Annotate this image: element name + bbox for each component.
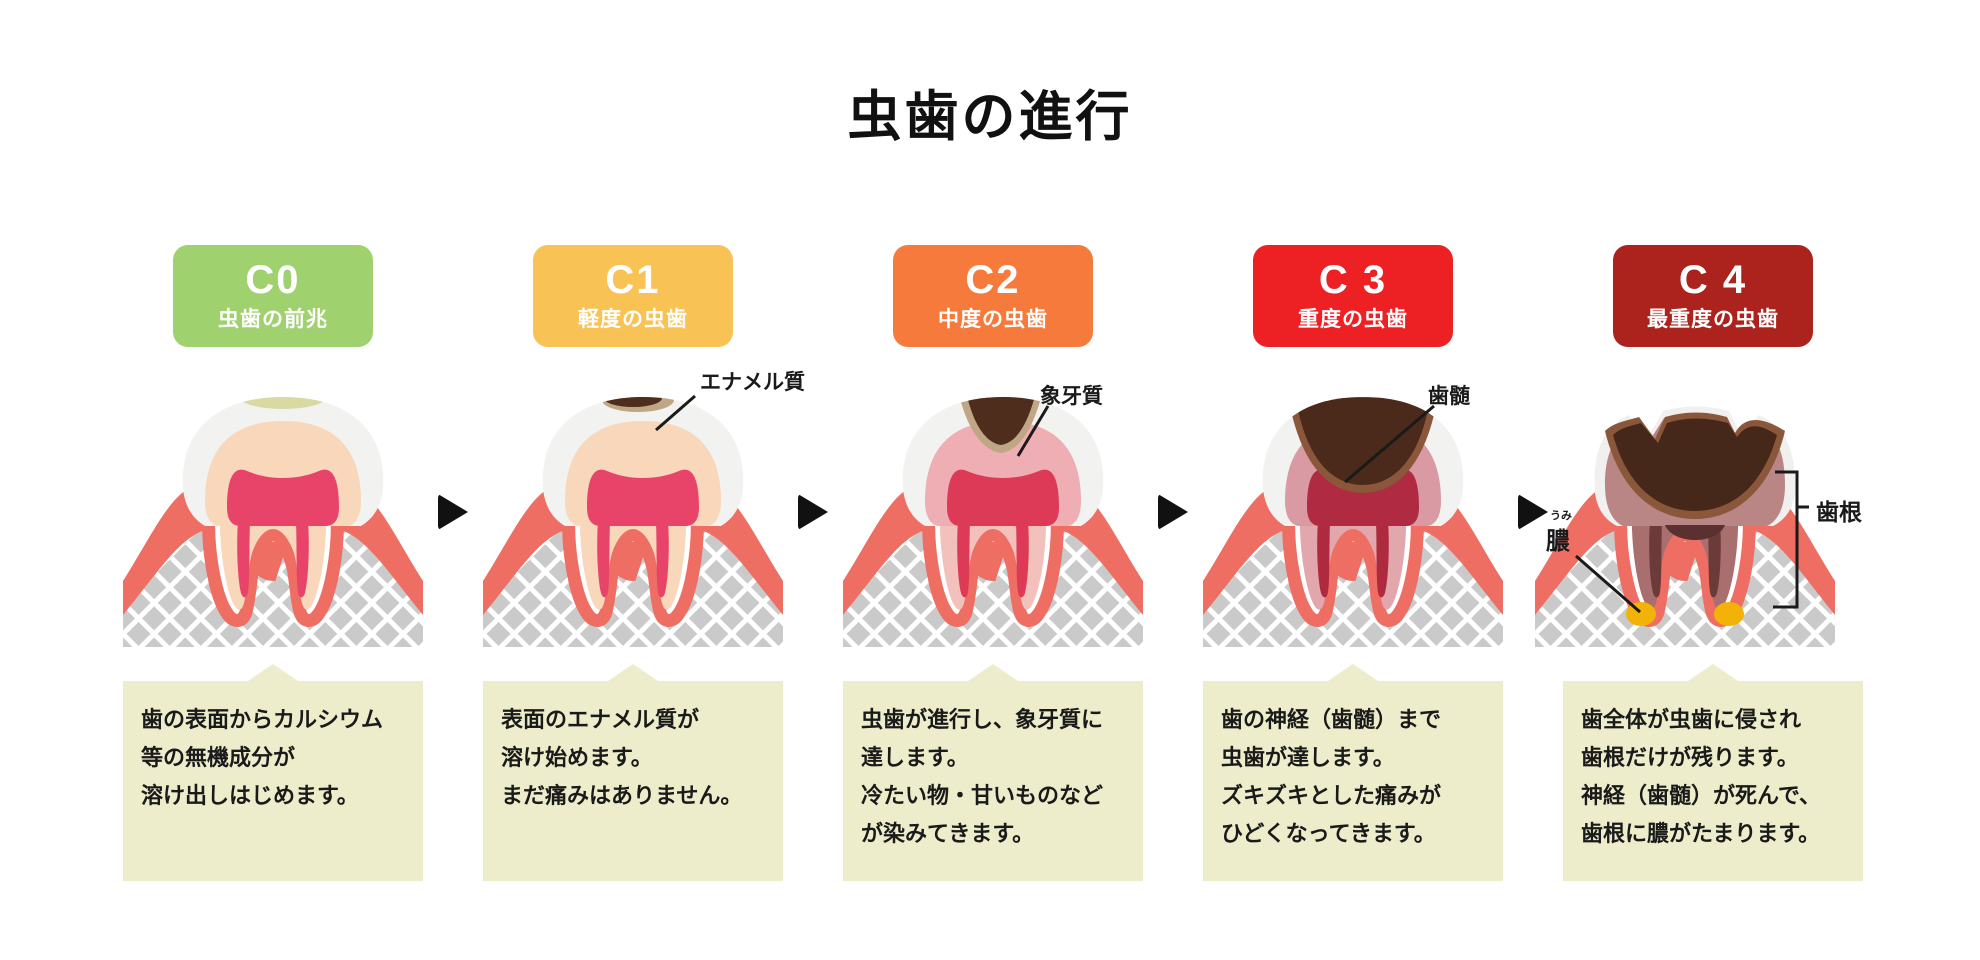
description-c0: 歯の表面からカルシウム 等の無機成分が 溶け出しはじめます。: [123, 664, 423, 881]
enamel-label: エナメル質: [700, 371, 805, 394]
pus-furigana: うみ: [1550, 510, 1572, 522]
stage-name: 最重度の虫歯: [1647, 308, 1779, 331]
tooth-illustration-c0: [123, 397, 423, 647]
description-c1: 表面のエナメル質が 溶け始めます。 まだ痛みはありません。: [483, 664, 783, 881]
tooth-illustration-c2: [843, 397, 1143, 647]
stage-name: 軽度の虫歯: [578, 308, 688, 331]
description-box: 歯の神経（歯髄）まで 虫歯が達します。 ズキズキとした痛みが ひどくなってきます…: [1203, 681, 1503, 881]
tooth-illustration-c4: [1535, 406, 1835, 647]
speech-pointer: [968, 664, 1018, 681]
stage-code: C 4: [1678, 258, 1748, 302]
description-c3: 歯の神経（歯髄）まで 虫歯が達します。 ズキズキとした痛みが ひどくなってきます…: [1203, 664, 1503, 881]
description-box: 歯の表面からカルシウム 等の無機成分が 溶け出しはじめます。: [123, 681, 423, 881]
root-label: 歯根: [1816, 499, 1862, 525]
description-text: 虫歯が進行し、象牙質に 達します。 冷たい物・甘いものなど が染みてきます。: [861, 707, 1104, 846]
speech-pointer: [608, 664, 658, 681]
stage-badge-c2: C2 中度の虫歯: [893, 245, 1093, 347]
speech-pointer: [1328, 664, 1378, 681]
stage-badge-c4: C 4 最重度の虫歯: [1613, 245, 1813, 347]
stage-code: C0: [245, 258, 301, 302]
tooth-illustration-c3: [1203, 397, 1503, 647]
description-box: 歯全体が虫歯に侵され 歯根だけが残ります。 神経（歯髄）が死んで、 歯根に膿がた…: [1563, 681, 1863, 881]
description-text: 歯全体が虫歯に侵され 歯根だけが残ります。 神経（歯髄）が死んで、 歯根に膿がた…: [1581, 707, 1822, 846]
arrow-right-icon: [1518, 494, 1548, 530]
speech-pointer: [1688, 664, 1738, 681]
stage-code: C1: [605, 258, 661, 302]
description-text: 表面のエナメル質が 溶け始めます。 まだ痛みはありません。: [501, 707, 743, 808]
arrow-right-icon: [798, 494, 828, 530]
stage-column-c4: C 4 最重度の虫歯 歯全体が虫歯に侵され 歯根だけが残ります。 神経（歯髄）が…: [1535, 245, 1863, 905]
pus-label: 膿: [1546, 528, 1570, 555]
stage-column-c2: C2 中度の虫歯 虫歯が進行し、象牙質に 達します。 冷たい物・甘いものなど が…: [843, 245, 1143, 905]
stage-name: 重度の虫歯: [1298, 308, 1408, 331]
arrow-right-icon: [1158, 494, 1188, 530]
tooth-illustration-c1: [483, 397, 783, 647]
pulp-label: 歯髄: [1428, 385, 1470, 408]
dentin-label: 象牙質: [1040, 385, 1103, 408]
stage-column-c3: C 3 重度の虫歯 歯の神経（歯髄）まで 虫歯が達します。 ズキズキとした痛みが…: [1203, 245, 1503, 905]
stage-code: C 3: [1318, 258, 1388, 302]
page-title: 虫歯の進行: [847, 87, 1133, 147]
arrow-right-icon: [438, 494, 468, 530]
stage-column-c0: C0 虫歯の前兆 歯の表面からカルシウム 等の無機成分が 溶け出しはじめます。: [123, 245, 423, 905]
description-box: 虫歯が進行し、象牙質に 達します。 冷たい物・甘いものなど が染みてきます。: [843, 681, 1143, 881]
stage-badge-c0: C0 虫歯の前兆: [173, 245, 373, 347]
stage-column-c1: C1 軽度の虫歯 表面のエナメル質が 溶け始めます。 まだ痛みはありません。: [483, 245, 783, 905]
stage-badge-c3: C 3 重度の虫歯: [1253, 245, 1453, 347]
stage-code: C2: [965, 258, 1021, 302]
description-text: 歯の表面からカルシウム 等の無機成分が 溶け出しはじめます。: [141, 707, 384, 808]
stage-name: 虫歯の前兆: [218, 308, 328, 331]
description-c4: 歯全体が虫歯に侵され 歯根だけが残ります。 神経（歯髄）が死んで、 歯根に膿がた…: [1563, 664, 1863, 881]
stage-badge-c1: C1 軽度の虫歯: [533, 245, 733, 347]
speech-pointer: [248, 664, 298, 681]
description-c2: 虫歯が進行し、象牙質に 達します。 冷たい物・甘いものなど が染みてきます。: [843, 664, 1143, 881]
description-text: 歯の神経（歯髄）まで 虫歯が達します。 ズキズキとした痛みが ひどくなってきます…: [1221, 707, 1442, 846]
stage-name: 中度の虫歯: [938, 308, 1048, 331]
description-box: 表面のエナメル質が 溶け始めます。 まだ痛みはありません。: [483, 681, 783, 881]
